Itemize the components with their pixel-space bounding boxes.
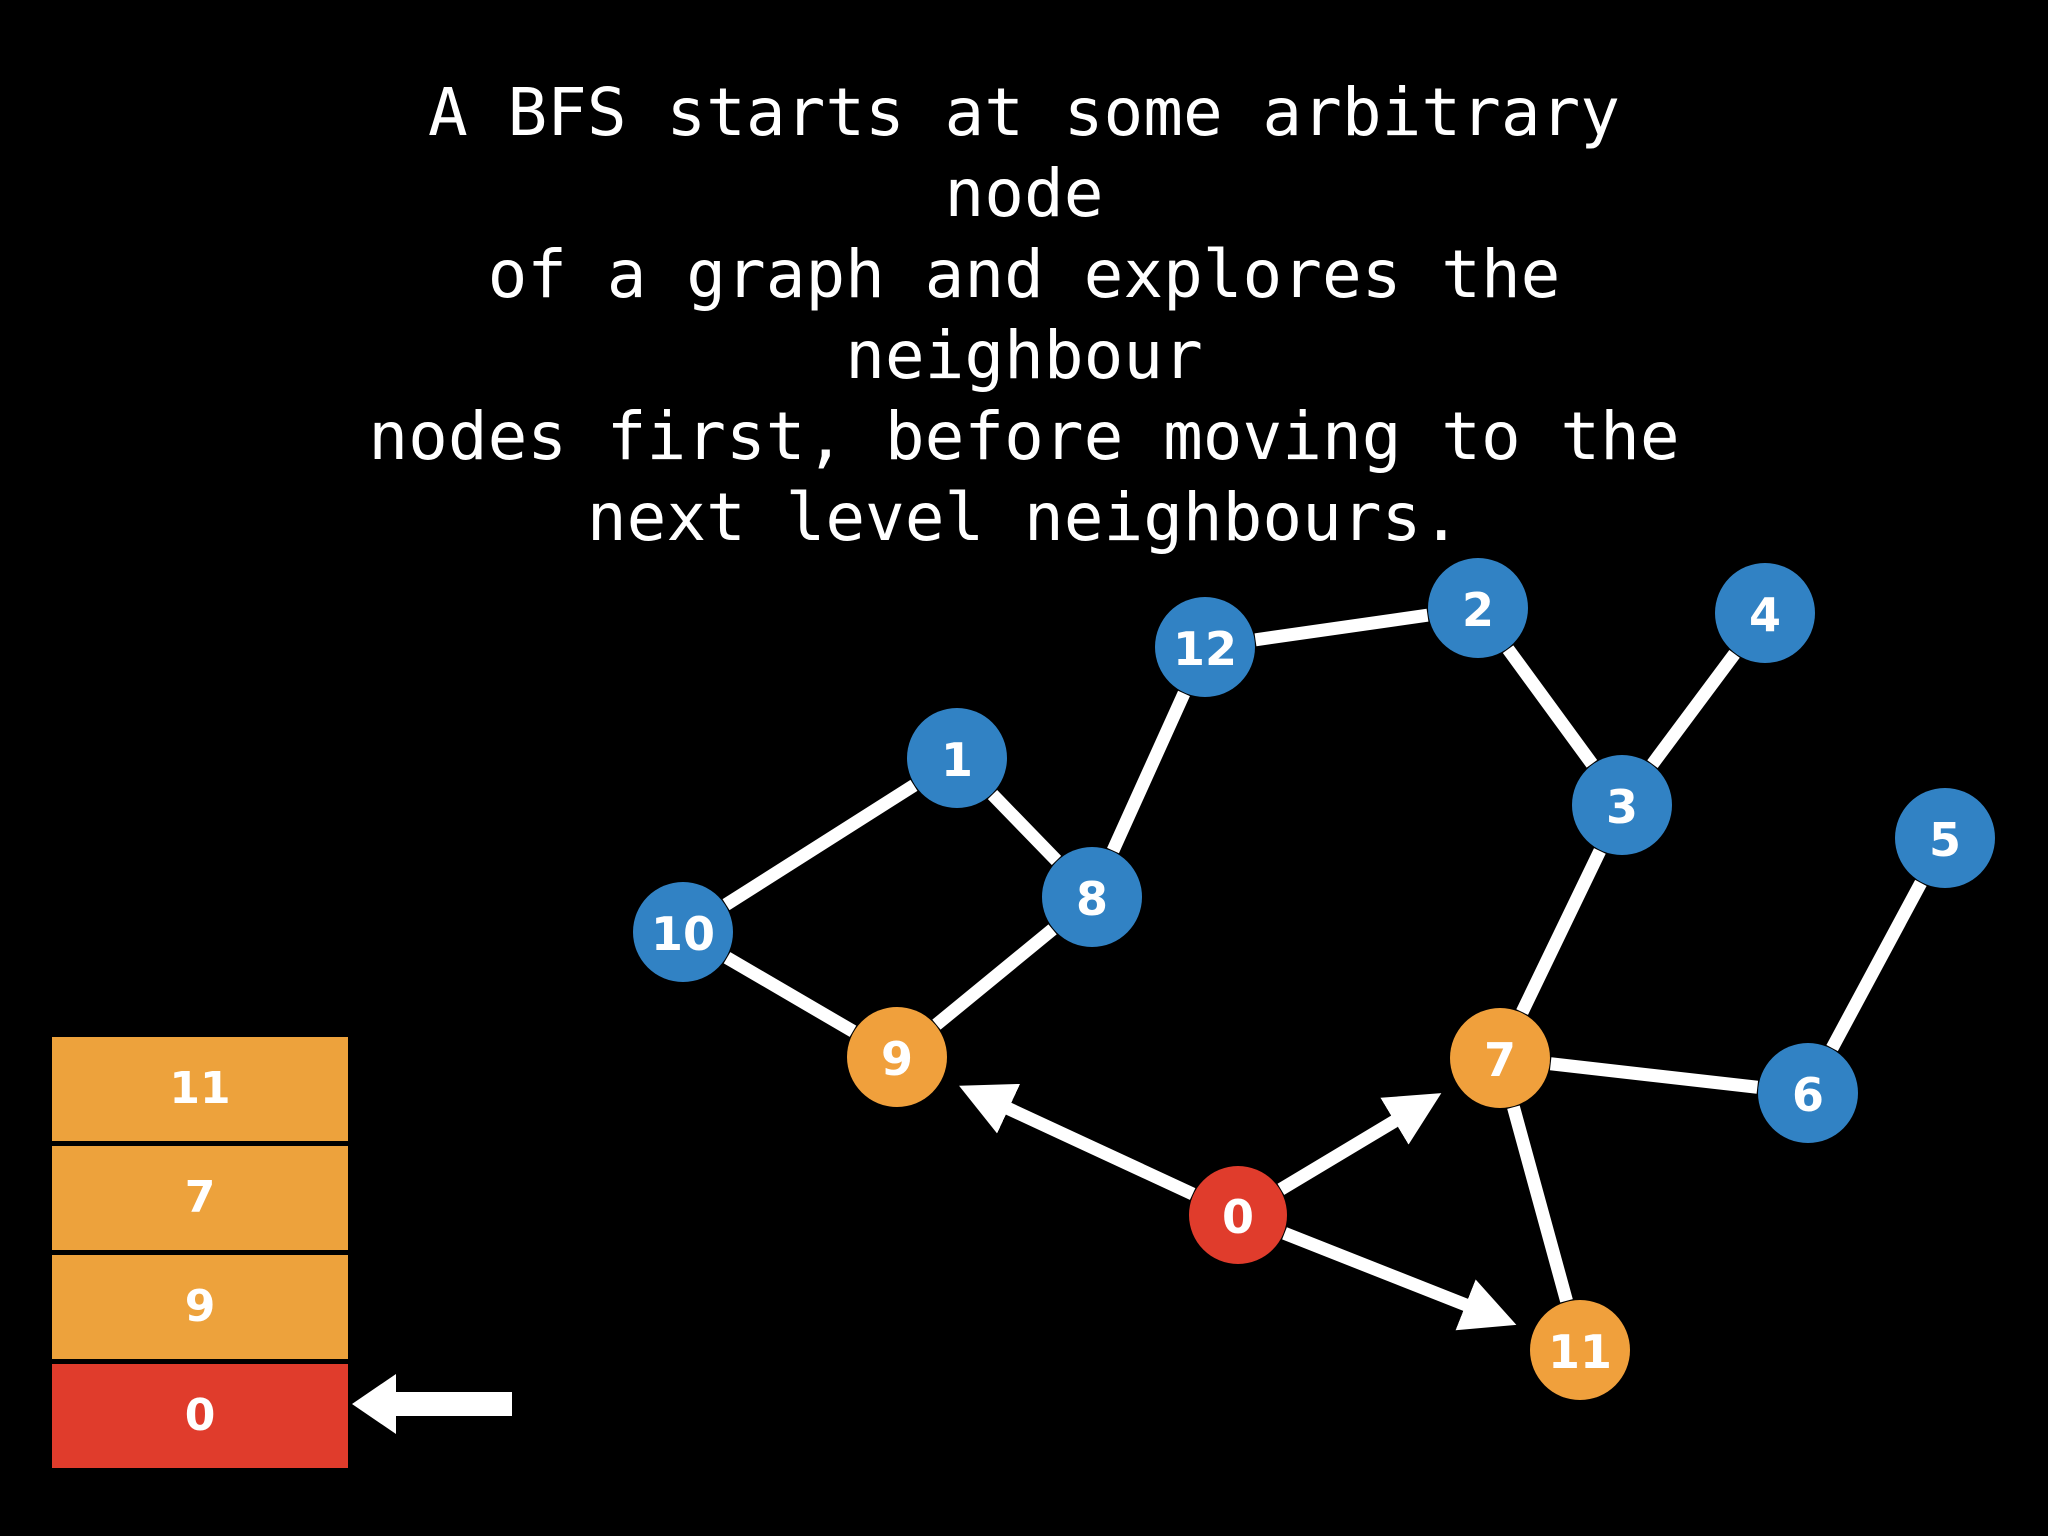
graph-edge-12-8 (1107, 690, 1190, 854)
graph-node-label-12: 12 (1173, 622, 1237, 676)
graph-node-0[interactable]: 0 (1189, 1166, 1287, 1264)
graph-node-7[interactable]: 7 (1450, 1008, 1550, 1108)
graph-node-label-10: 10 (651, 907, 715, 961)
graph-node-circle-10[interactable] (633, 882, 733, 982)
queue-pointer-arrow-icon (352, 1374, 512, 1434)
graph-node-label-8: 8 (1076, 872, 1108, 926)
graph-node-circle-12[interactable] (1155, 597, 1255, 697)
graph-edge-4-3 (1647, 650, 1740, 768)
graph-arrow-0-7 (1277, 1093, 1442, 1195)
graph-node-circle-5[interactable] (1895, 788, 1995, 888)
graph-node-circle-1[interactable] (907, 708, 1007, 808)
graph-node-11[interactable]: 11 (1530, 1300, 1630, 1400)
graph-node-circle-9[interactable] (847, 1007, 947, 1107)
graph-node-label-5: 5 (1929, 813, 1961, 867)
graph-edge-12-2 (1254, 608, 1429, 647)
graph-node-10[interactable]: 10 (633, 882, 733, 982)
graph-edge-5-6 (1826, 879, 1927, 1052)
graph-node-circle-2[interactable] (1428, 558, 1528, 658)
queue-cell[interactable]: 7 (52, 1146, 348, 1250)
graph-node-circle-0[interactable] (1189, 1166, 1287, 1264)
graph-edge-3-7 (1516, 848, 1606, 1015)
graph-edge-7-11 (1507, 1105, 1573, 1303)
graph-edge-10-9 (723, 952, 857, 1037)
graph-node-label-1: 1 (941, 733, 973, 787)
graph-node-4[interactable]: 4 (1715, 563, 1815, 663)
graph-node-6[interactable]: 6 (1758, 1043, 1858, 1143)
graph-node-circle-8[interactable] (1042, 847, 1142, 947)
graph-edge-layer (722, 608, 1927, 1331)
graph-edge-6-7 (1549, 1057, 1759, 1094)
graph-node-circle-3[interactable] (1572, 755, 1672, 855)
graph-node-5[interactable]: 5 (1895, 788, 1995, 888)
graph-node-label-11: 11 (1548, 1325, 1612, 1379)
graph-node-label-3: 3 (1606, 780, 1638, 834)
graph-node-9[interactable]: 9 (847, 1007, 947, 1107)
graph-node-label-7: 7 (1484, 1033, 1516, 1087)
graph-edge-8-9 (932, 924, 1057, 1030)
graph-node-circle-7[interactable] (1450, 1008, 1550, 1108)
bfs-queue: 11 7 9 0 (52, 1037, 348, 1468)
graph-node-label-6: 6 (1792, 1068, 1824, 1122)
graph-node-2[interactable]: 2 (1428, 558, 1528, 658)
graph-edge-1-8 (987, 790, 1062, 865)
graph-node-label-2: 2 (1462, 583, 1494, 637)
graph-edge-1-10 (722, 779, 918, 911)
graph-node-circle-6[interactable] (1758, 1043, 1858, 1143)
queue-cell[interactable]: 9 (52, 1255, 348, 1359)
queue-cell-label: 9 (184, 1281, 216, 1332)
queue-cell-label: 0 (184, 1390, 216, 1441)
graph-node-label-4: 4 (1749, 588, 1781, 642)
graph-node-label-0: 0 (1222, 1190, 1254, 1244)
queue-cell[interactable]: 11 (52, 1037, 348, 1141)
graph-node-1[interactable]: 1 (907, 708, 1007, 808)
queue-cell[interactable]: 0 (52, 1364, 348, 1468)
graph-node-8[interactable]: 8 (1042, 847, 1142, 947)
graph-node-label-9: 9 (881, 1032, 913, 1086)
graph-node-circle-11[interactable] (1530, 1300, 1630, 1400)
graph-edge-2-3 (1502, 645, 1598, 768)
graph-node-12[interactable]: 12 (1155, 597, 1255, 697)
graph-node-circle-4[interactable] (1715, 563, 1815, 663)
caption-text: A BFS starts at some arbitrary node of a… (368, 74, 1680, 556)
queue-cell-label: 7 (184, 1172, 216, 1223)
graph-arrow-0-11 (1282, 1227, 1517, 1331)
graph-arrow-0-9 (959, 1083, 1196, 1200)
queue-cell-label: 11 (169, 1063, 231, 1114)
graph-node-3[interactable]: 3 (1572, 755, 1672, 855)
